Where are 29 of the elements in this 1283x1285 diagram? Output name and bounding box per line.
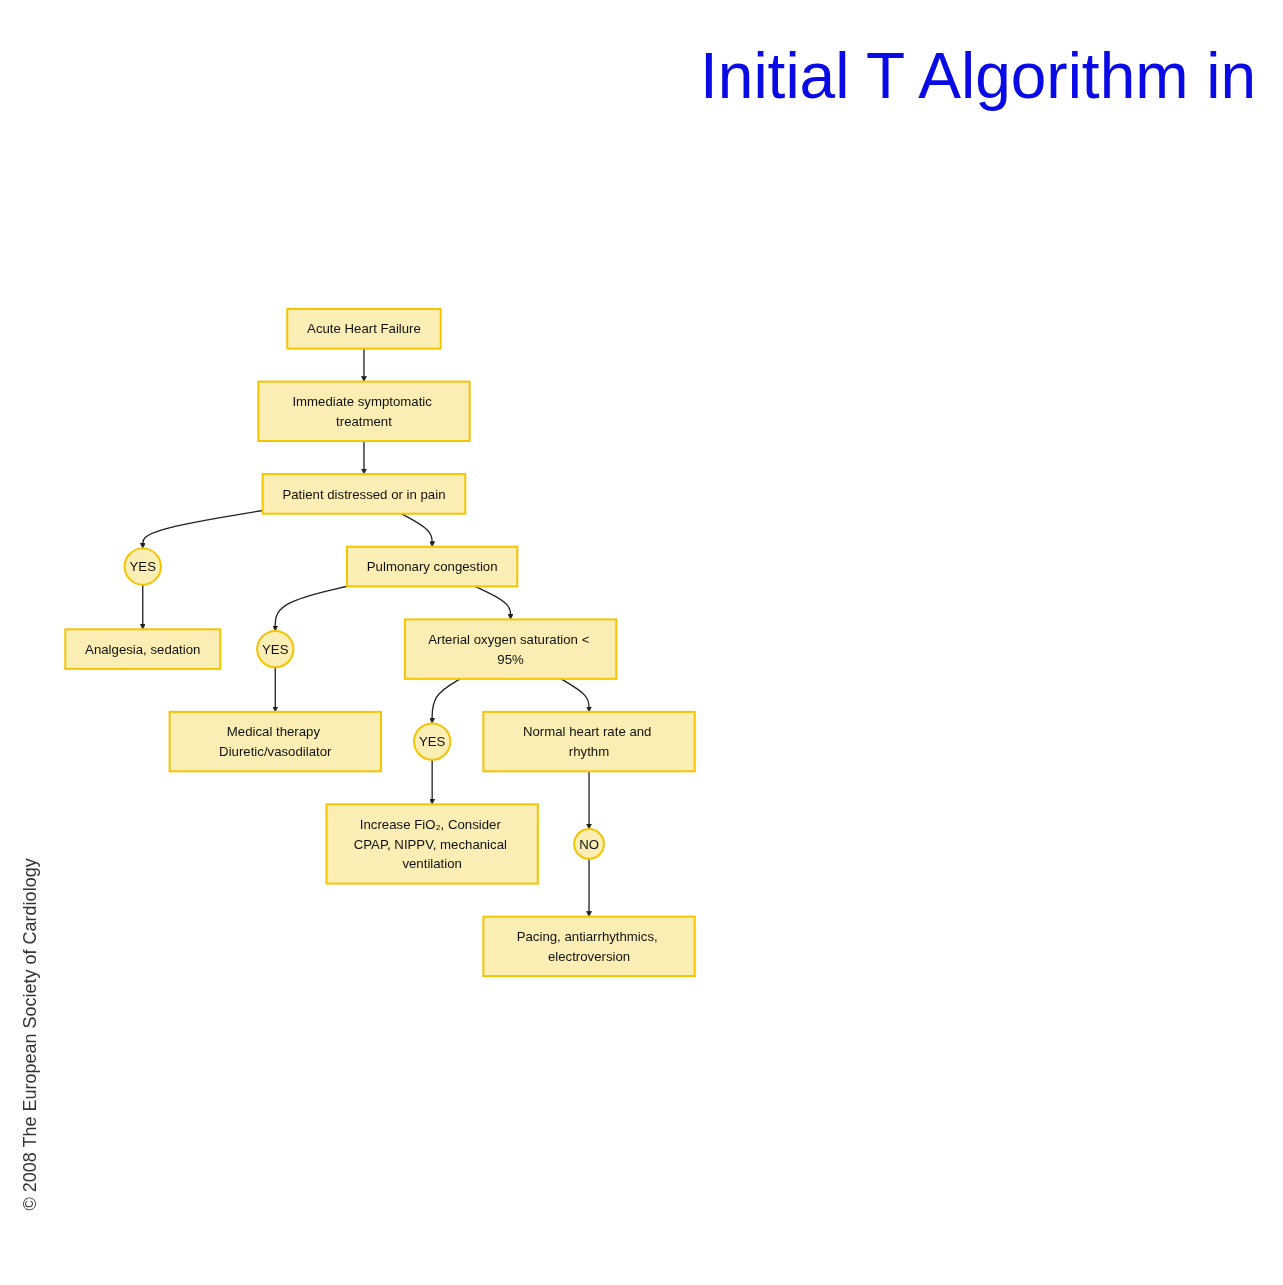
node-circle: YES <box>256 629 295 669</box>
node-circle: YES <box>413 722 452 761</box>
arrow <box>361 440 367 475</box>
node-box: Normal heart rate and rhythm <box>482 710 696 773</box>
arrow <box>586 858 592 917</box>
arrow <box>139 584 146 630</box>
arrow <box>429 678 461 724</box>
node-box: Patient distressed or in pain <box>261 473 467 515</box>
arrow <box>429 759 436 805</box>
arrow <box>586 770 592 830</box>
node-circle: YES <box>123 547 162 586</box>
node-box: Pulmonary congestion <box>346 545 519 588</box>
copyright-note: © 2008 The European Society of Cardiology <box>19 858 40 1211</box>
arrow <box>560 678 592 713</box>
node-circle: NO <box>573 828 605 860</box>
title: Initial T Algorithm in <box>700 40 1258 114</box>
arrow <box>272 585 348 632</box>
node-box: Pacing, antiarrhythmics, electroversion <box>482 915 696 978</box>
node-box: Increase FiO₂, Consider CPAP, NIPPV, mechanical ventilation <box>325 803 539 885</box>
node-box: Medical therapy Diuretic/vasodilator <box>168 710 382 773</box>
node-box: Immediate symptomatic treatment <box>257 380 471 443</box>
arrow <box>400 513 436 547</box>
arrow <box>474 585 514 620</box>
arrow <box>139 509 264 549</box>
node-box: Acute Heart Failure <box>286 307 442 350</box>
arrow <box>272 666 279 713</box>
arrow <box>361 347 367 382</box>
node-box: Analgesia, sedation <box>64 628 222 670</box>
node-box: Arterial oxygen saturation < 95% <box>403 618 618 680</box>
